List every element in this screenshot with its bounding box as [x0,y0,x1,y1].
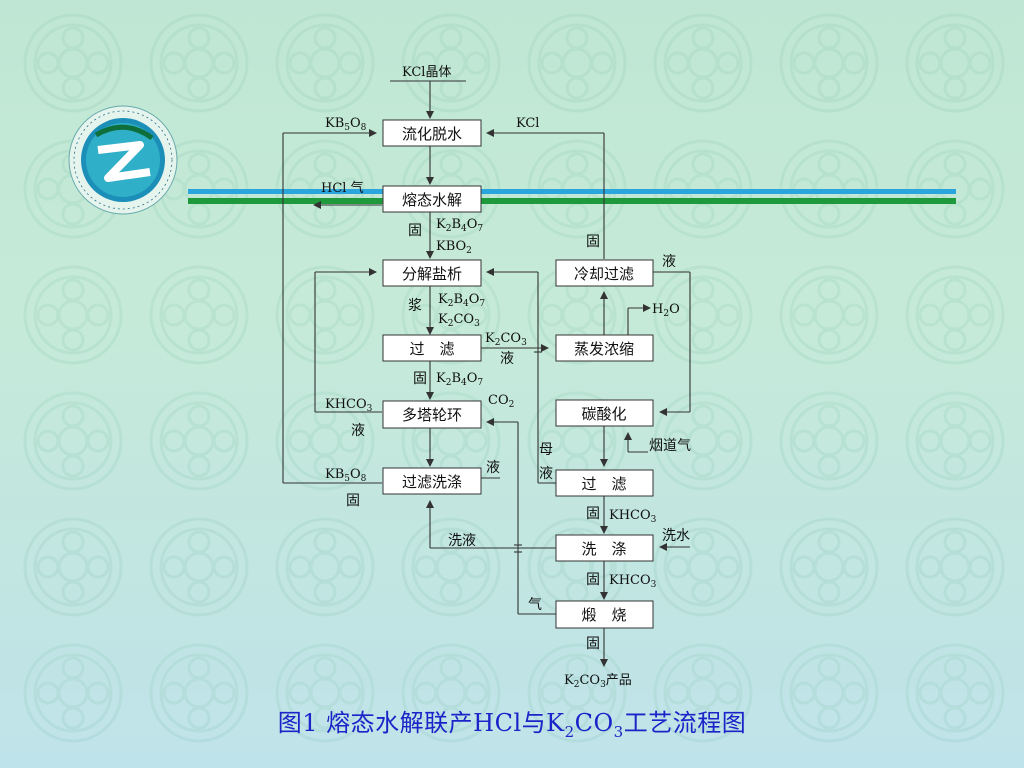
node-label: 熔态水解 [402,191,462,209]
node-carbonate: 碳酸化 [555,399,654,427]
label-k2co3-1: K2CO3 [438,312,480,329]
label-solid-6: 固 [586,636,600,652]
node-label: 洗 涤 [581,540,626,558]
label-flue-gas: 烟道气 [649,438,691,454]
label-slurry: 浆 [408,298,422,314]
label-k2b4o7-3: K2B4O7 [436,371,483,388]
label-wash-liquor: 洗液 [448,533,476,549]
node-label: 过 滤 [409,340,454,358]
node-label: 过 滤 [581,475,626,493]
label-k2b4o7-2: K2B4O7 [438,292,485,309]
flow-labels: KCl晶体 KB5O8 KCl HCl 气 固 K2B4O7 KBO2 浆 K2… [321,65,691,690]
label-khco3-left: KHCO3 [325,397,373,414]
node-label: 蒸发浓缩 [574,340,634,358]
label-liquid-1: 液 [500,351,514,367]
label-k2b4o7-1: K2B4O7 [436,217,483,234]
label-kb5o8-bottom: KB5O8 [325,467,367,484]
label-mother-liquor-1: 母 [539,442,553,458]
label-kcl-right: KCl [516,116,539,131]
node-washing: 洗 涤 [555,534,654,562]
node-label: 碳酸化 [581,405,626,423]
label-hcl-gas: HCl 气 [321,180,364,196]
label-khco3-2: KHCO3 [609,573,657,590]
label-kcl-crystal: KCl晶体 [402,65,451,80]
label-kb5o8-top: KB5O8 [325,116,367,133]
label-product: K2CO3产品 [564,673,632,690]
label-solid-4: 固 [586,506,600,522]
blue-stripe [188,189,956,194]
node-fluid-dewater: 流化脱水 [382,119,482,147]
label-gas: 气 [528,597,542,613]
label-solid-cool: 固 [586,234,600,250]
label-kbo2: KBO2 [436,239,472,256]
node-cool-filter: 冷却过滤 [555,259,654,287]
green-stripe [188,198,956,204]
label-solid-5: 固 [586,572,600,588]
node-label: 流化脱水 [402,125,462,143]
label-mother-liquor-2: 液 [539,466,553,482]
node-evaporate: 蒸发浓缩 [555,334,654,362]
label-liquid-cool: 液 [662,254,676,270]
label-co2: CO2 [488,393,514,410]
figure-caption: 图1 熔态水解联产HCl与K2CO3工艺流程图 [277,709,747,741]
institute-logo-icon [68,105,178,215]
label-solid-2: 固 [413,371,427,387]
node-decompose-salting: 分解盐析 [382,259,482,287]
node-label: 分解盐析 [402,265,462,283]
node-filter-1: 过 滤 [382,334,482,362]
flow-lines [282,80,691,667]
node-melt-hydrolysis: 熔态水解 [382,185,482,213]
label-h2o: H2O [652,302,680,319]
node-calcine: 煅 烧 [555,600,654,629]
node-multi-tower: 多塔轮环 [382,400,482,429]
node-filter-2: 过 滤 [555,469,654,497]
node-label: 过滤洗涤 [402,473,462,491]
node-label: 多塔轮环 [402,406,462,424]
node-filter-wash: 过滤洗涤 [382,467,482,495]
label-khco3-1: KHCO3 [609,508,657,525]
label-wash-water: 洗水 [662,528,690,544]
node-label: 煅 烧 [581,606,626,624]
node-label: 冷却过滤 [574,265,634,283]
label-liquid-3: 液 [486,460,500,476]
label-solid-3: 固 [346,493,360,509]
label-solid-1: 固 [408,223,422,239]
label-liquid-2: 液 [351,423,365,439]
label-k2co3-2: K2CO3 [485,331,527,348]
